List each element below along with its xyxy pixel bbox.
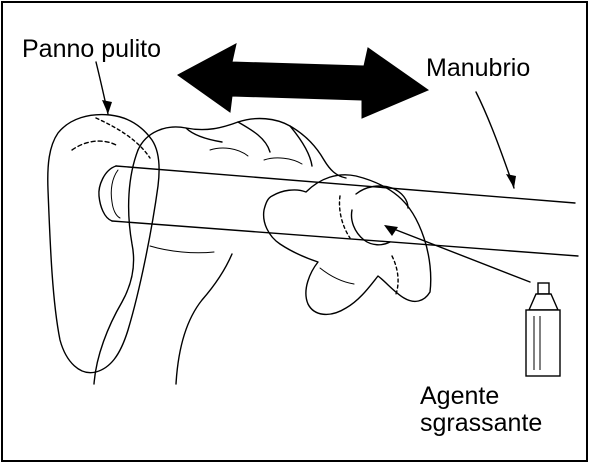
spray-leader-line <box>386 226 530 282</box>
spray-can-icon <box>526 283 560 376</box>
handlebar-tube-icon <box>99 166 578 256</box>
degreaser-label-line1: Agente <box>420 383 542 410</box>
handlebar-label: Manubrio <box>426 55 530 82</box>
double-arrow-icon <box>178 44 428 118</box>
clean-cloth-label: Panno pulito <box>22 36 161 63</box>
degreaser-label: Agente sgrassante <box>420 383 542 437</box>
degreaser-label-line2: sgrassante <box>420 410 542 437</box>
hand-icon <box>94 119 346 384</box>
cloth-icon <box>48 115 159 373</box>
handlebar-leader-line <box>476 92 514 188</box>
